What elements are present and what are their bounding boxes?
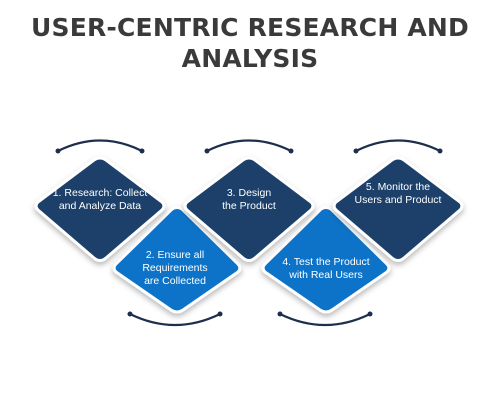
arc-dot [139, 148, 145, 154]
step-5-diamond [332, 156, 464, 262]
arc-dot [437, 148, 443, 154]
step-2-diamond [112, 206, 242, 314]
top-arcs [55, 139, 443, 154]
arc-top-3 [206, 139, 292, 152]
arc-bottom-4 [279, 313, 371, 327]
arc-dot [204, 148, 210, 154]
bottom-arcs [127, 311, 373, 327]
step-2-label: 2. Ensure all Requirements are Collected [142, 249, 208, 287]
step-1-diamond [34, 156, 166, 262]
arc-dot [217, 311, 223, 317]
arc-top-5 [355, 139, 441, 152]
step-5-label: 5. Monitor the Users and Product [354, 181, 442, 206]
arc-dot [288, 148, 294, 154]
step-1-label: 1. Research: Collect and Analyze Data [52, 187, 148, 212]
arc-dot [277, 311, 283, 317]
arc-top-1 [57, 139, 143, 152]
step-3-label: 3. Design the Product [222, 187, 276, 212]
page-title-line-1: USER-CENTRIC RESEARCH AND [30, 13, 470, 42]
arc-dot [55, 148, 61, 154]
page-title-line-2: ANALYSIS [181, 44, 319, 73]
arc-dot [353, 148, 359, 154]
arc-bottom-2 [129, 313, 221, 327]
step-4-label: 4. Test the Product with Real Users [282, 256, 370, 281]
step-4-diamond [261, 206, 391, 314]
arc-dot [367, 311, 373, 317]
step-3-diamond [183, 156, 315, 262]
arc-dot [127, 311, 133, 317]
